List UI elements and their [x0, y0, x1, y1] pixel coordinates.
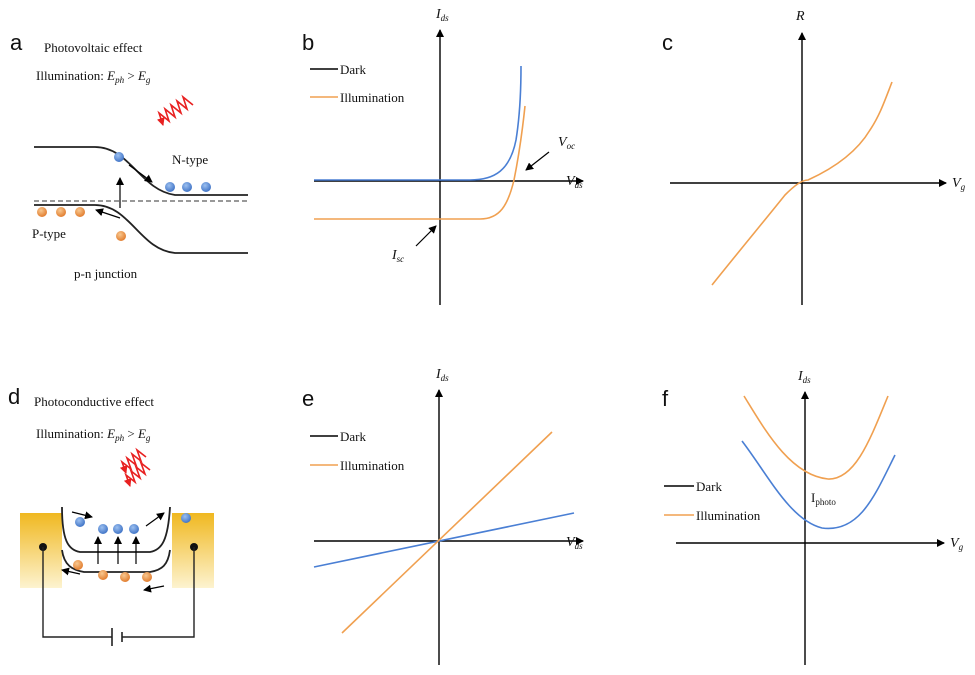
dark-line [313, 512, 575, 568]
electron-icon [75, 517, 85, 527]
panel-d: d Photoconductive effect Illumination: E… [8, 384, 214, 646]
panel-a: a Photovoltaic effect Illumination: Eph … [10, 30, 248, 281]
dark-curve [314, 65, 522, 181]
panel-d-title: Photoconductive effect [34, 394, 154, 409]
y-axis-label: R [795, 9, 805, 24]
dark-curve [741, 440, 896, 530]
hole-icon [73, 560, 83, 570]
illumination-curve [314, 105, 526, 220]
hole-icon [98, 570, 108, 580]
electron-icon [182, 182, 192, 192]
y-axis-label: Ids [797, 369, 811, 385]
valence-band [34, 204, 248, 254]
conduction-band [34, 146, 248, 196]
panel-label-a: a [10, 30, 23, 55]
electron-icon [129, 524, 139, 534]
hole-icon [75, 207, 85, 217]
legend-illumination-label: Illumination [696, 508, 761, 523]
resistance-curve [711, 81, 893, 286]
hole-icon [56, 207, 66, 217]
circuit-wire [42, 547, 195, 638]
panel-a-title: Photovoltaic effect [44, 40, 143, 55]
iphoto-label: Iphoto [811, 490, 836, 507]
panel-b: b Ids Vds Dark Illumination Voc Isc [302, 7, 584, 305]
illumination-curve [743, 395, 889, 480]
panel-c: c R Vg [662, 9, 966, 305]
legend-dark-label: Dark [696, 479, 722, 494]
illumination-line [341, 431, 553, 634]
isc-arrow-icon [415, 225, 437, 247]
valence-band-well [61, 549, 171, 573]
x-axis-label: Vg [952, 176, 966, 192]
hole-icon [116, 231, 126, 241]
photon-arrow-icon [119, 447, 147, 474]
panel-label-e: e [302, 386, 314, 411]
y-axis-label: Ids [435, 7, 449, 23]
panel-label-d: d [8, 384, 20, 409]
electron-icon [201, 182, 211, 192]
legend-illumination-label: Illumination [340, 90, 405, 105]
hole-icon [37, 207, 47, 217]
legend-illumination-label: Illumination [340, 458, 405, 473]
isc-label: Isc [391, 248, 404, 264]
y-axis-label: Ids [435, 367, 449, 383]
hole-drift-arrow-icon [143, 584, 165, 593]
x-axis-label: Vds [566, 535, 583, 551]
left-electrode [20, 513, 62, 588]
legend-dark-label: Dark [340, 429, 366, 444]
hole-icon [142, 572, 152, 582]
electron-icon [113, 524, 123, 534]
electron-drift-arrow-icon [145, 512, 165, 527]
hole-icon [120, 572, 130, 582]
panel-d-illumination: Illumination: Eph > Eg [36, 426, 151, 443]
panel-label-b: b [302, 30, 314, 55]
electron-icon [181, 513, 191, 523]
hole-drift-arrow-icon [95, 208, 121, 219]
panel-label-f: f [662, 386, 669, 411]
panel-a-illumination: Illumination: Eph > Eg [36, 68, 151, 85]
voc-label: Voc [558, 135, 575, 151]
legend-dark-label: Dark [340, 62, 366, 77]
p-type-label: P-type [32, 226, 66, 241]
electron-drift-arrow-icon [128, 164, 153, 183]
electron-icon [165, 182, 175, 192]
pn-junction-label: p-n junction [74, 266, 138, 281]
electron-icon [114, 152, 124, 162]
photon-arrow-icon [156, 94, 194, 126]
x-axis-label: Vds [566, 174, 583, 190]
panel-f: f Ids Vg Dark Illumination Iphoto [662, 369, 964, 665]
voc-arrow-icon [525, 151, 550, 171]
electron-icon [98, 524, 108, 534]
hole-drift-arrow-icon [61, 567, 81, 576]
photon-arrow-icon [123, 460, 151, 487]
conduction-band-well [61, 506, 171, 553]
panel-label-c: c [662, 30, 673, 55]
n-type-label: N-type [172, 152, 208, 167]
x-axis-label: Vg [950, 536, 964, 552]
electron-drift-arrow-icon [71, 511, 93, 520]
panel-e: e Ids Vds Dark Illumination [302, 367, 584, 665]
